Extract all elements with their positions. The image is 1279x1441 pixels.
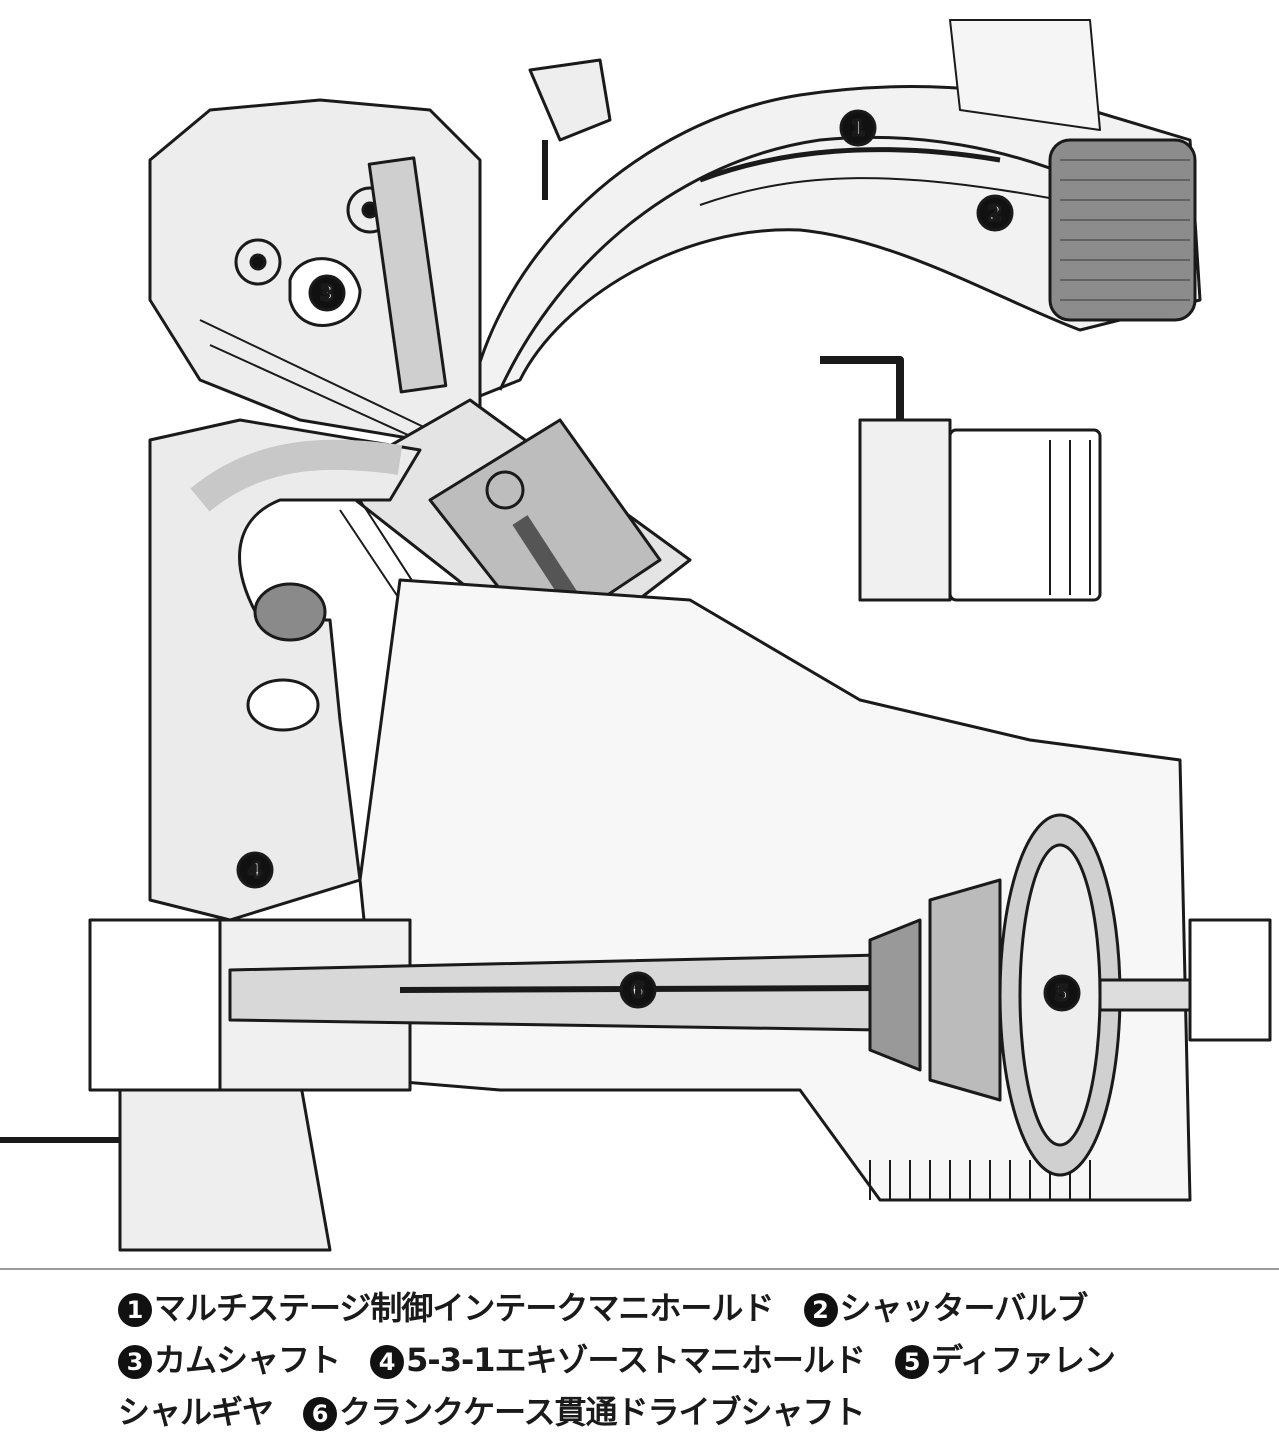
svg-text:1: 1 [851,116,865,140]
drive-shaft [88,918,1272,1092]
caption-item-camshaft: カムシャフト [154,1341,341,1379]
callout-1: 1 [839,109,877,147]
callout-6: 6 [619,971,657,1009]
caption-item-shutter-valve: シャッターバルブ [839,1289,1089,1327]
caption-number-3: 3 [118,1345,152,1379]
caption-item-exhaust-manifold: 5-3-1エキゾーストマニホールド [406,1341,866,1379]
callout-4: 4 [236,851,274,889]
caption-number-1: 1 [118,1293,152,1327]
caption-number-4: 4 [370,1345,405,1379]
svg-text:3: 3 [320,281,334,305]
caption-number-6: 6 [303,1397,338,1431]
caption-item-differential-part1: ディファレン [931,1341,1116,1379]
caption-divider [0,1268,1279,1270]
intake-manifold [468,19,1202,402]
callout-2: 2 [976,194,1014,232]
caption-item-intake-manifold: マルチステージ制御インテークマニホールド [154,1289,774,1327]
caption-item-drive-shaft: クランクケース貫通ドライブシャフト [339,1393,865,1431]
svg-text:6: 6 [631,978,645,1002]
engine-cutaway-illustration: 1 2 3 4 5 6 [0,19,1272,1252]
exhaust-manifold [0,418,422,1252]
caption-number-5: 5 [895,1345,930,1379]
caption-number-2: 2 [803,1293,838,1327]
oil-filter [820,356,1102,602]
svg-text:2: 2 [988,201,1002,225]
callout-3: 3 [308,274,346,312]
caption-item-differential-part2: シャルギヤ [118,1393,274,1431]
svg-text:4: 4 [248,858,262,882]
svg-text:5: 5 [1055,981,1069,1005]
callout-5: 5 [1043,974,1081,1012]
